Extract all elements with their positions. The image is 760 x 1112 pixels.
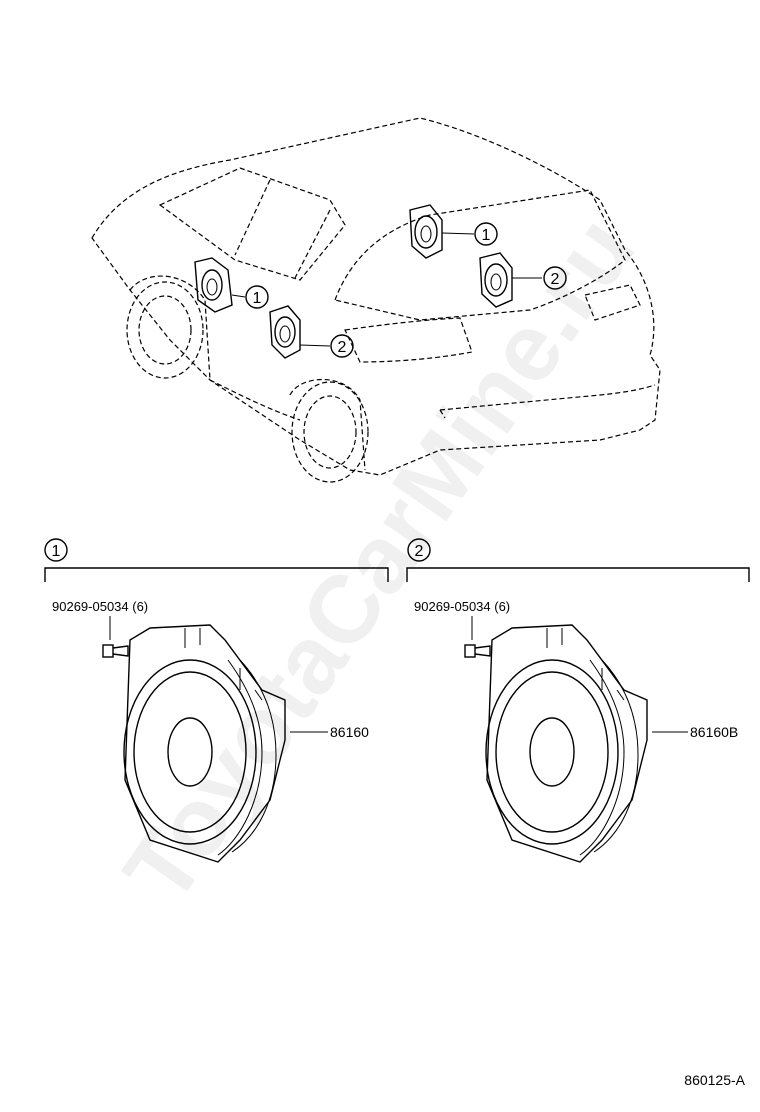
car-speaker-rear-door [269,305,331,359]
group-1-speaker-icon [123,624,286,863]
group-2-bolt-icon [464,644,491,658]
callout-2-upper: 2 [543,266,567,290]
group-2-speaker-icon [485,624,648,863]
vehicle-outline [91,117,661,483]
diagram-code: 860125-A [684,1072,745,1088]
callout-1-upper-label: 1 [482,227,491,244]
group-1-part-label: 86160 [330,724,369,740]
callout-2-lower-label: 2 [338,339,347,356]
group-2-marker: 2 [415,543,424,560]
group-2-bolt-label: 90269-05034 (6) [414,599,510,614]
car-speaker-front-upper [409,204,475,259]
group-1: 1 90269-05034 (6) 86160 [44,538,389,863]
callout-2-upper-label: 2 [551,271,560,288]
callout-1-upper: 1 [474,222,498,246]
group-1-bolt-label: 90269-05034 (6) [52,599,148,614]
car-speaker-rear-upper [479,252,542,308]
callout-1-lower-label: 1 [253,290,262,307]
callout-1-lower: 1 [245,285,269,309]
group-1-bolt-icon [102,644,129,658]
car-speaker-front-door [194,257,246,313]
group-2-part-label: 86160B [690,724,738,740]
group-2: 2 90269-05034 (6) 86160B [406,538,750,863]
callout-2-lower: 2 [330,334,354,358]
group-1-marker: 1 [52,543,61,560]
